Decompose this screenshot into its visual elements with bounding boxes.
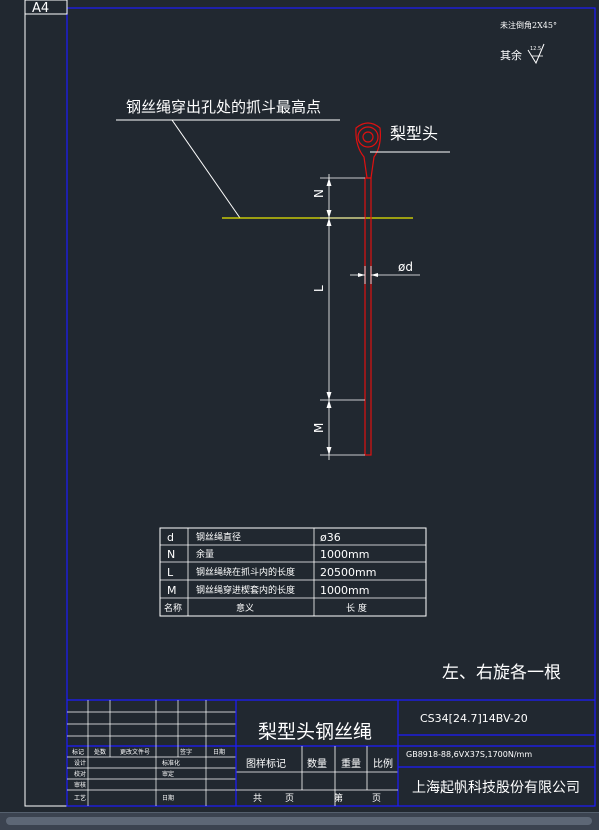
pear-head <box>355 122 381 179</box>
spec-header-meaning: 意义 <box>236 602 254 614</box>
callout-text: 钢丝绳穿出孔处的抓斗最高点 <box>126 98 321 116</box>
revision-header-cell: 标记 <box>72 748 84 756</box>
scrollbar-thumb[interactable] <box>6 817 592 825</box>
sign-row-left: 校对 <box>74 770 86 778</box>
spec-row-value: 1000mm <box>320 548 369 561</box>
spec-row-symbol: N <box>167 548 175 561</box>
diameter-dimension <box>350 266 420 284</box>
dim-label-d: ød <box>398 260 413 274</box>
dim-label-M: M <box>312 423 326 433</box>
spec-table <box>159 527 427 617</box>
company-name: 上海起帆科技股份有限公司 <box>412 780 580 796</box>
roughness-symbol-icon <box>527 43 545 65</box>
scale-label: 比例 <box>373 757 393 770</box>
total-pages-unit: 页 <box>285 793 294 804</box>
total-pages-label: 共 <box>253 793 262 804</box>
sheet-size-tab <box>24 0 68 15</box>
revision-header-cell: 处数 <box>94 748 106 756</box>
spec-row-meaning: 余量 <box>196 548 214 560</box>
sign-row-mid: 审定 <box>162 770 174 778</box>
spec-row-meaning: 钢丝绳穿进楔套内的长度 <box>196 584 295 596</box>
dim-label-L: L <box>312 285 326 292</box>
spec-row-symbol: d <box>167 531 174 544</box>
horizontal-scrollbar[interactable] <box>0 812 599 830</box>
spec-row-meaning: 钢丝绳直径 <box>196 531 241 543</box>
sheet-size-label: A4 <box>32 1 49 16</box>
spec-header-sym: 名称 <box>164 602 182 614</box>
revision-header-cell: 日期 <box>213 748 225 756</box>
roughness-value: 12.5 <box>530 46 541 52</box>
dimension-chain <box>320 174 365 460</box>
spec-row-value: 1000mm <box>320 584 369 597</box>
spec-header-value: 长 度 <box>346 602 367 614</box>
sheet-inner-frame <box>66 7 596 807</box>
spec-row-symbol: M <box>167 584 177 597</box>
sign-row-mid: 日期 <box>162 794 174 802</box>
stage-mark: 图样标记 <box>246 757 286 770</box>
sheet-no-unit: 页 <box>372 793 381 804</box>
spec-row-value: ø36 <box>320 531 341 544</box>
rotation-note: 左、右旋各一根 <box>442 663 561 683</box>
sheet-outer-frame <box>24 7 596 807</box>
drawing-number: CS34[24.7]14BV-20 <box>420 712 528 725</box>
title-block <box>67 699 595 806</box>
rope-spec: GB8918-88,6VX37S,1700N/mm <box>406 750 532 759</box>
weight-label: 重量 <box>341 757 361 770</box>
wire-rope <box>364 177 372 456</box>
sign-row-left: 设计 <box>74 759 86 767</box>
part-name: 梨型头钢丝绳 <box>258 721 372 743</box>
spec-row-meaning: 钢丝绳绕在抓斗内的长度 <box>196 566 295 578</box>
head-label: 梨型头 <box>390 124 438 143</box>
roughness-prefix: 其余 <box>500 48 522 62</box>
spec-row-value: 20500mm <box>320 566 376 579</box>
dim-label-N: N <box>312 189 326 198</box>
callout-leader <box>171 119 241 219</box>
quantity-label: 数量 <box>307 757 327 770</box>
sign-row-left: 审核 <box>74 781 86 789</box>
spec-row-symbol: L <box>167 566 174 579</box>
sign-row-left: 工艺 <box>74 794 86 802</box>
revision-header-cell: 签字 <box>180 748 192 756</box>
sign-row-mid: 标准化 <box>162 759 180 767</box>
sheet-no-label: 第 <box>334 792 343 804</box>
corner-chamfer-note: 未注倒角2X45° <box>500 20 557 30</box>
revision-header-cell: 更改文件号 <box>120 748 150 756</box>
